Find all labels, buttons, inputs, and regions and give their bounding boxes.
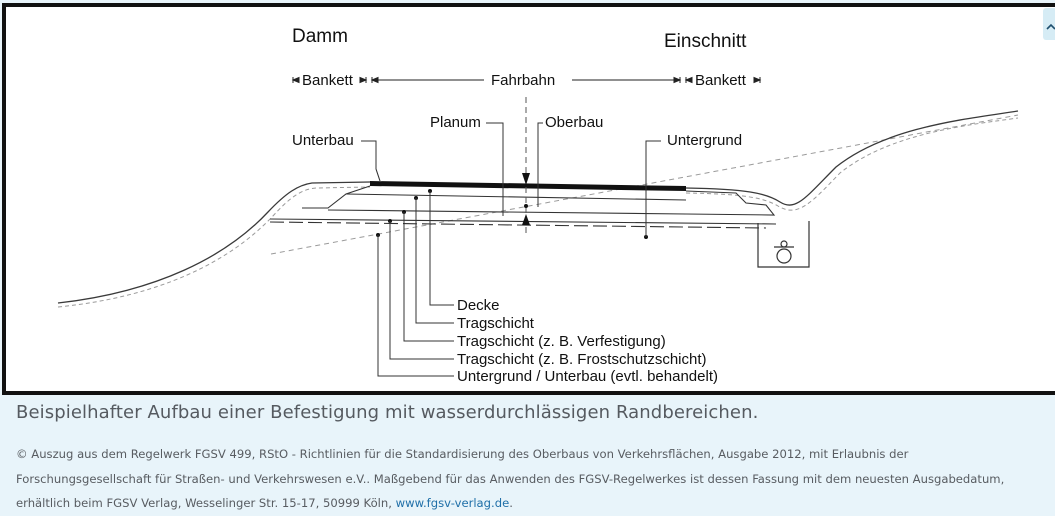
leader-oberbau — [537, 122, 543, 207]
label-oberbau: Oberbau — [545, 114, 603, 131]
label-untergrund: Untergrund — [667, 132, 742, 149]
original-terrain-line — [270, 114, 1019, 255]
terrain-right — [685, 110, 1019, 206]
fgsv-verlag-link[interactable]: www.fgsv-verlag.de — [395, 496, 510, 511]
collapse-toggle[interactable] — [1043, 8, 1055, 40]
leader-planum — [486, 122, 504, 216]
credit-text: © Auszug aus dem Regelwerk FGSV 499, RSt… — [16, 447, 1005, 511]
frost-line — [269, 221, 767, 229]
road-layers — [269, 168, 777, 225]
diagram-figure: Damm Einschnitt Bankett Fahrbahn Bankett — [2, 3, 1055, 395]
credit-end: . — [509, 496, 513, 511]
layer-label-tragschicht-frostschutz: Tragschicht (z. B. Frostschutzschicht) — [457, 351, 707, 368]
planum-arrow-down — [522, 173, 530, 185]
planum-arrow-up — [522, 214, 530, 225]
leader-unterbau — [361, 140, 377, 169]
layer-label-tragschicht: Tragschicht — [457, 315, 535, 332]
dim-label-fahrbahn: Fahrbahn — [491, 72, 555, 89]
layer-label-decke: Decke — [457, 297, 500, 314]
label-planum: Planum — [430, 114, 481, 131]
layer-label-untergrund-unterbau: Untergrund / Unterbau (evtl. behandelt) — [457, 368, 718, 385]
heading-damm: Damm — [292, 26, 348, 47]
dimension-line — [291, 76, 762, 84]
dim-label-bankett-left: Bankett — [302, 72, 354, 89]
layer-leaders — [377, 191, 454, 377]
caption-title: Beispielhafter Aufbau einer Befestigung … — [16, 402, 759, 423]
layer-label-tragschicht-verfestigung: Tragschicht (z. B. Verfestigung) — [457, 333, 666, 350]
dim-label-bankett-right: Bankett — [695, 72, 747, 89]
road-surface-decke — [370, 181, 686, 191]
label-unterbau: Unterbau — [292, 132, 354, 149]
drain-pipe — [757, 221, 810, 268]
caption-credit: © Auszug aus dem Regelwerk FGSV 499, RSt… — [16, 442, 1046, 516]
terrain-right-offset — [685, 117, 1019, 211]
leader-untergrund — [645, 140, 661, 237]
terrain-profile — [57, 181, 371, 304]
heading-einschnitt: Einschnitt — [664, 31, 747, 52]
chevron-up-icon — [1046, 23, 1055, 30]
terrain-profile-offset — [57, 186, 371, 308]
